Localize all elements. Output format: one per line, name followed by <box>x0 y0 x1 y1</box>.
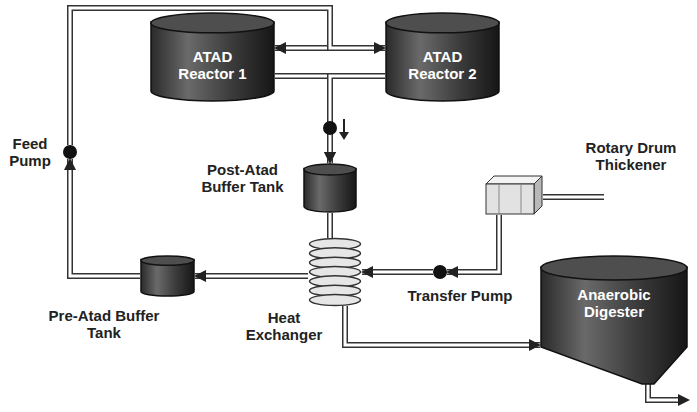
node-label: Anaerobic Digester <box>567 286 662 320</box>
pump-outline <box>63 145 77 159</box>
cyl-outline <box>303 163 357 213</box>
pipe-bore <box>362 271 433 274</box>
pipe-wall <box>195 273 308 279</box>
buffer-tank: Post-Atad Buffer Tank <box>303 163 357 213</box>
pipe-bore <box>70 159 140 276</box>
node-label: ATAD Reactor 2 <box>400 48 485 82</box>
node-label: Post-Atad Buffer Tank <box>190 161 295 195</box>
pump-symbol: Feed Pump <box>63 145 77 159</box>
pipe-connector <box>70 159 140 276</box>
inline-pump <box>323 119 349 140</box>
pipe-wall <box>447 215 499 272</box>
thickener-inlet-pipe <box>543 197 604 198</box>
node-label: Feed Pump <box>2 135 58 169</box>
pipe-wall <box>275 76 330 163</box>
pipe-wall <box>70 159 140 276</box>
pipe-bore <box>329 213 332 238</box>
pipe-connector <box>447 215 499 272</box>
pipe-wall <box>362 269 433 275</box>
drum-thickener: Rotary Drum Thickener <box>485 175 543 215</box>
buffer-tank: Pre-Atad Buffer Tank <box>140 255 195 297</box>
pipe-connector <box>275 76 330 163</box>
pipe-bore <box>330 76 385 163</box>
heat-exchanger: Heat Exchanger <box>308 238 362 306</box>
node-label: Rotary Drum Thickener <box>570 139 692 173</box>
pipe-wall <box>327 213 333 238</box>
pipe-bore <box>275 76 330 163</box>
reactor-tank: ATAD Reactor 2 <box>385 12 500 102</box>
node-label: ATAD Reactor 1 <box>170 48 255 82</box>
coil-outline <box>308 238 362 306</box>
pipe-connector <box>345 306 540 345</box>
pipe-connector <box>362 272 433 273</box>
dig-outline <box>540 255 688 385</box>
node-label: Transfer Pump <box>375 287 545 304</box>
pump-outline <box>433 265 447 279</box>
pipe-connector <box>330 76 385 163</box>
node-label: Pre-Atad Buffer Tank <box>45 307 163 341</box>
pipe-bore <box>195 275 308 278</box>
thick-outline <box>485 175 543 215</box>
pipe-wall <box>345 306 540 345</box>
pump-symbol: Transfer Pump <box>433 265 447 279</box>
pipe-connector <box>330 213 331 238</box>
pipe-wall <box>330 76 385 163</box>
digester-outlet-pipe <box>648 384 690 406</box>
pipe-bore <box>345 306 540 345</box>
node-label: Heat Exchanger <box>238 309 330 343</box>
reactor-tank: ATAD Reactor 1 <box>150 12 275 102</box>
pipe-bore <box>447 215 499 272</box>
pipe-connector <box>195 276 308 277</box>
digester-tank: Anaerobic Digester <box>540 255 688 385</box>
cyl-outline <box>140 255 195 297</box>
